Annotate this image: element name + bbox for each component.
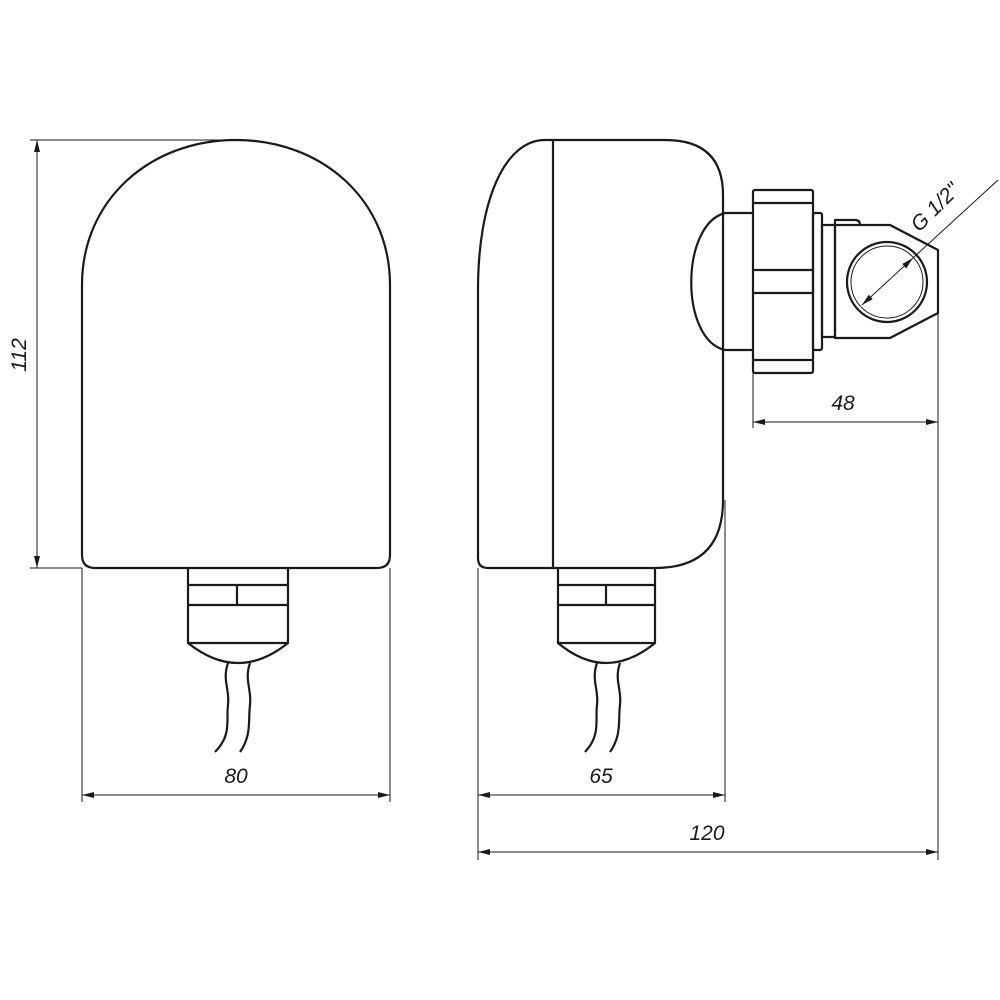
- side-cover: [476, 138, 555, 570]
- front-cable-gland: [186, 568, 290, 664]
- side-cable: [584, 662, 622, 753]
- thread-opening: [845, 240, 929, 324]
- side-cable-gland: [556, 568, 657, 664]
- side-view: [476, 138, 940, 753]
- side-width-label: 65: [589, 765, 613, 788]
- front-cable: [214, 662, 252, 753]
- nut-flange: [811, 211, 824, 352]
- height-label: 112: [8, 338, 31, 372]
- fitting-depth-label: 48: [831, 392, 855, 415]
- dimension-lines: [30, 139, 999, 860]
- fitting-ring: [820, 223, 837, 339]
- thread-label: G 1/2": [906, 177, 965, 236]
- front-width-label: 80: [224, 765, 248, 788]
- union-nut: [751, 188, 815, 375]
- front-body: [80, 138, 392, 570]
- total-depth-label: 120: [689, 822, 724, 845]
- front-view: [80, 138, 392, 753]
- side-body: [553, 138, 725, 570]
- side-bump: [690, 211, 753, 352]
